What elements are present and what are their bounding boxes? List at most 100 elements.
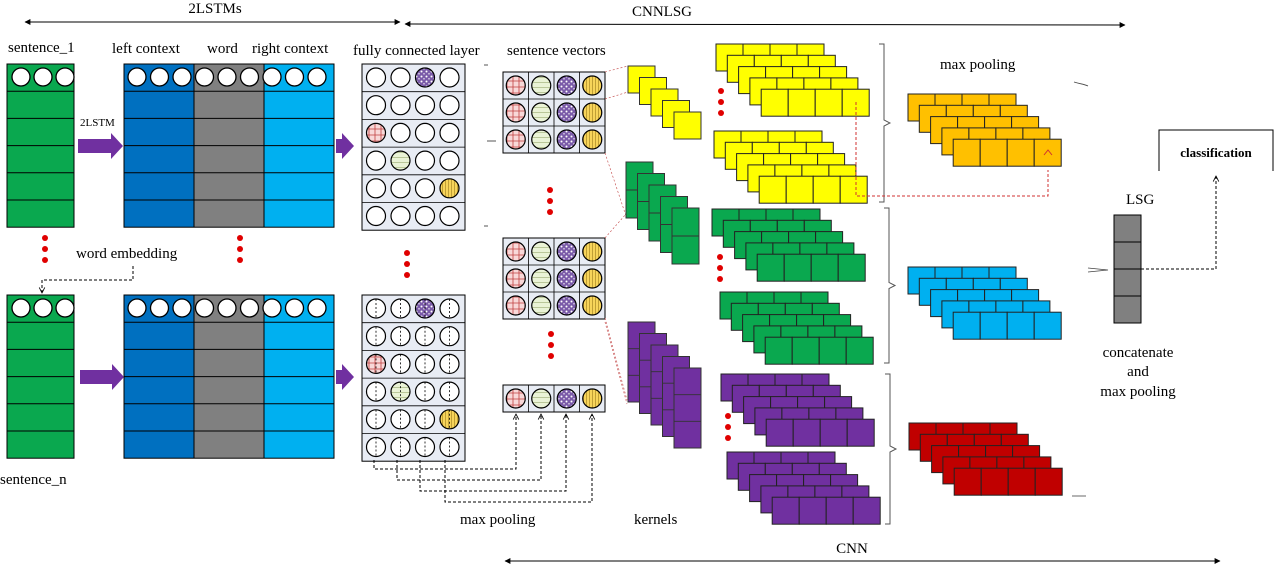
fc-node-circle bbox=[414, 205, 436, 227]
fc-node-circle bbox=[390, 205, 411, 227]
feature-cell bbox=[810, 253, 839, 282]
feature-maps-green-1 bbox=[711, 208, 866, 282]
kernel-stack-green bbox=[625, 161, 700, 265]
fc-node-circle bbox=[365, 122, 387, 143]
guide-line bbox=[604, 321, 628, 405]
sv-node-circle bbox=[582, 295, 603, 316]
bracket-purple bbox=[885, 373, 898, 525]
guide-line bbox=[604, 317, 628, 401]
label-classification: classification bbox=[1180, 145, 1252, 160]
feature-cell bbox=[837, 253, 866, 282]
label-word-embedding: word embedding bbox=[76, 246, 178, 262]
context-node-circle bbox=[284, 298, 305, 318]
feature-cell bbox=[1034, 467, 1063, 496]
sv-node-circle bbox=[505, 102, 526, 123]
label-sentence-1: sentence_1 bbox=[8, 40, 75, 56]
label-lsg: LSG bbox=[1126, 192, 1155, 208]
red-dot bbox=[548, 353, 554, 359]
sv-node-circle bbox=[556, 241, 577, 262]
feature-cell bbox=[852, 496, 881, 525]
sv-node-circle bbox=[582, 241, 603, 262]
arrow-2lstm-bottom bbox=[80, 364, 124, 390]
kernel-square bbox=[673, 367, 702, 449]
red-dot bbox=[718, 99, 724, 105]
red-dot bbox=[547, 198, 553, 204]
embedding-node-circle bbox=[33, 298, 53, 318]
arrow-right-icon bbox=[336, 133, 354, 159]
feature-maps-yellow-1 bbox=[715, 43, 870, 117]
arrow-right-icon bbox=[78, 133, 123, 159]
sv-node-circle bbox=[556, 102, 577, 123]
pooled-maps-blue bbox=[907, 266, 1062, 340]
feature-cell bbox=[756, 253, 785, 282]
context-node-circle bbox=[127, 298, 147, 318]
red-dot bbox=[42, 235, 48, 241]
guide-line bbox=[604, 152, 627, 217]
arrow-right-icon bbox=[80, 364, 124, 390]
context-node-circle bbox=[307, 298, 327, 318]
label-left-context: left context bbox=[112, 41, 181, 57]
sv-node-circle bbox=[556, 388, 577, 409]
fc-node-circle bbox=[365, 178, 387, 199]
red-dot bbox=[42, 257, 48, 263]
word-embedding-connector bbox=[42, 266, 134, 293]
lsg-vector bbox=[1113, 176, 1216, 324]
guide-line bbox=[604, 65, 629, 73]
lsg-cell bbox=[1113, 241, 1142, 270]
span-arrow-cnnlsg bbox=[404, 21, 1126, 28]
fc-node-circle bbox=[439, 67, 460, 88]
red-dot bbox=[717, 276, 723, 282]
sv-node-circle bbox=[505, 129, 526, 150]
lsg-cell bbox=[1113, 295, 1142, 324]
kernel-guide-lines bbox=[604, 65, 629, 405]
fc-node-circle bbox=[414, 95, 436, 116]
red-dot bbox=[718, 88, 724, 94]
pooled-to-lsg-ticks bbox=[1072, 81, 1109, 497]
feature-cell bbox=[818, 336, 847, 365]
context-node-circle bbox=[149, 298, 170, 318]
red-dot bbox=[548, 331, 554, 337]
label-sentence-vectors: sentence vectors bbox=[507, 43, 606, 59]
kernel-square bbox=[673, 111, 702, 140]
fc-node-circle bbox=[390, 150, 411, 171]
feature-cell bbox=[1033, 311, 1062, 340]
dashed-arrow bbox=[396, 414, 541, 481]
context-node-circle bbox=[127, 67, 147, 87]
classification-box bbox=[1158, 129, 1274, 171]
sv-node-circle bbox=[582, 129, 603, 150]
red-dot bbox=[404, 272, 410, 278]
fc-node-circle bbox=[390, 95, 411, 116]
feature-cell bbox=[819, 418, 848, 447]
label-max-pooling-top: max pooling bbox=[940, 57, 1016, 73]
red-dot bbox=[725, 424, 731, 430]
red-dot bbox=[547, 209, 553, 215]
fc-layer-bottom bbox=[361, 294, 466, 462]
embedding-node-circle bbox=[55, 298, 75, 318]
fc-node-circle bbox=[365, 95, 387, 116]
feature-maps-purple-2 bbox=[726, 451, 881, 525]
sv-node-circle bbox=[556, 129, 577, 150]
red-dot bbox=[548, 342, 554, 348]
feature-maps-purple-1 bbox=[720, 373, 875, 447]
arrow-2lstm-top bbox=[78, 133, 123, 159]
feature-cell bbox=[952, 311, 981, 340]
sv-node-circle bbox=[505, 241, 526, 262]
label-2lstm-arrow: 2LSTM bbox=[80, 117, 115, 129]
sv-node-circle bbox=[531, 268, 552, 289]
context-node-circle bbox=[194, 67, 215, 87]
sv-node-circle bbox=[582, 102, 603, 123]
embedding-node-circle bbox=[33, 67, 53, 87]
context-node-circle bbox=[194, 298, 215, 318]
sv-node-circle bbox=[505, 75, 526, 96]
connector-tick bbox=[1073, 81, 1089, 87]
red-dot bbox=[237, 257, 243, 263]
ellipsis-purple bbox=[725, 413, 731, 441]
label-word: word bbox=[207, 41, 238, 57]
context-node-circle bbox=[284, 67, 305, 87]
dashed-arrow bbox=[419, 414, 566, 492]
fc-bracket bbox=[484, 64, 496, 227]
sv-node-circle bbox=[582, 388, 603, 409]
sv-node-circle bbox=[531, 75, 552, 96]
feature-cell bbox=[1007, 467, 1036, 496]
